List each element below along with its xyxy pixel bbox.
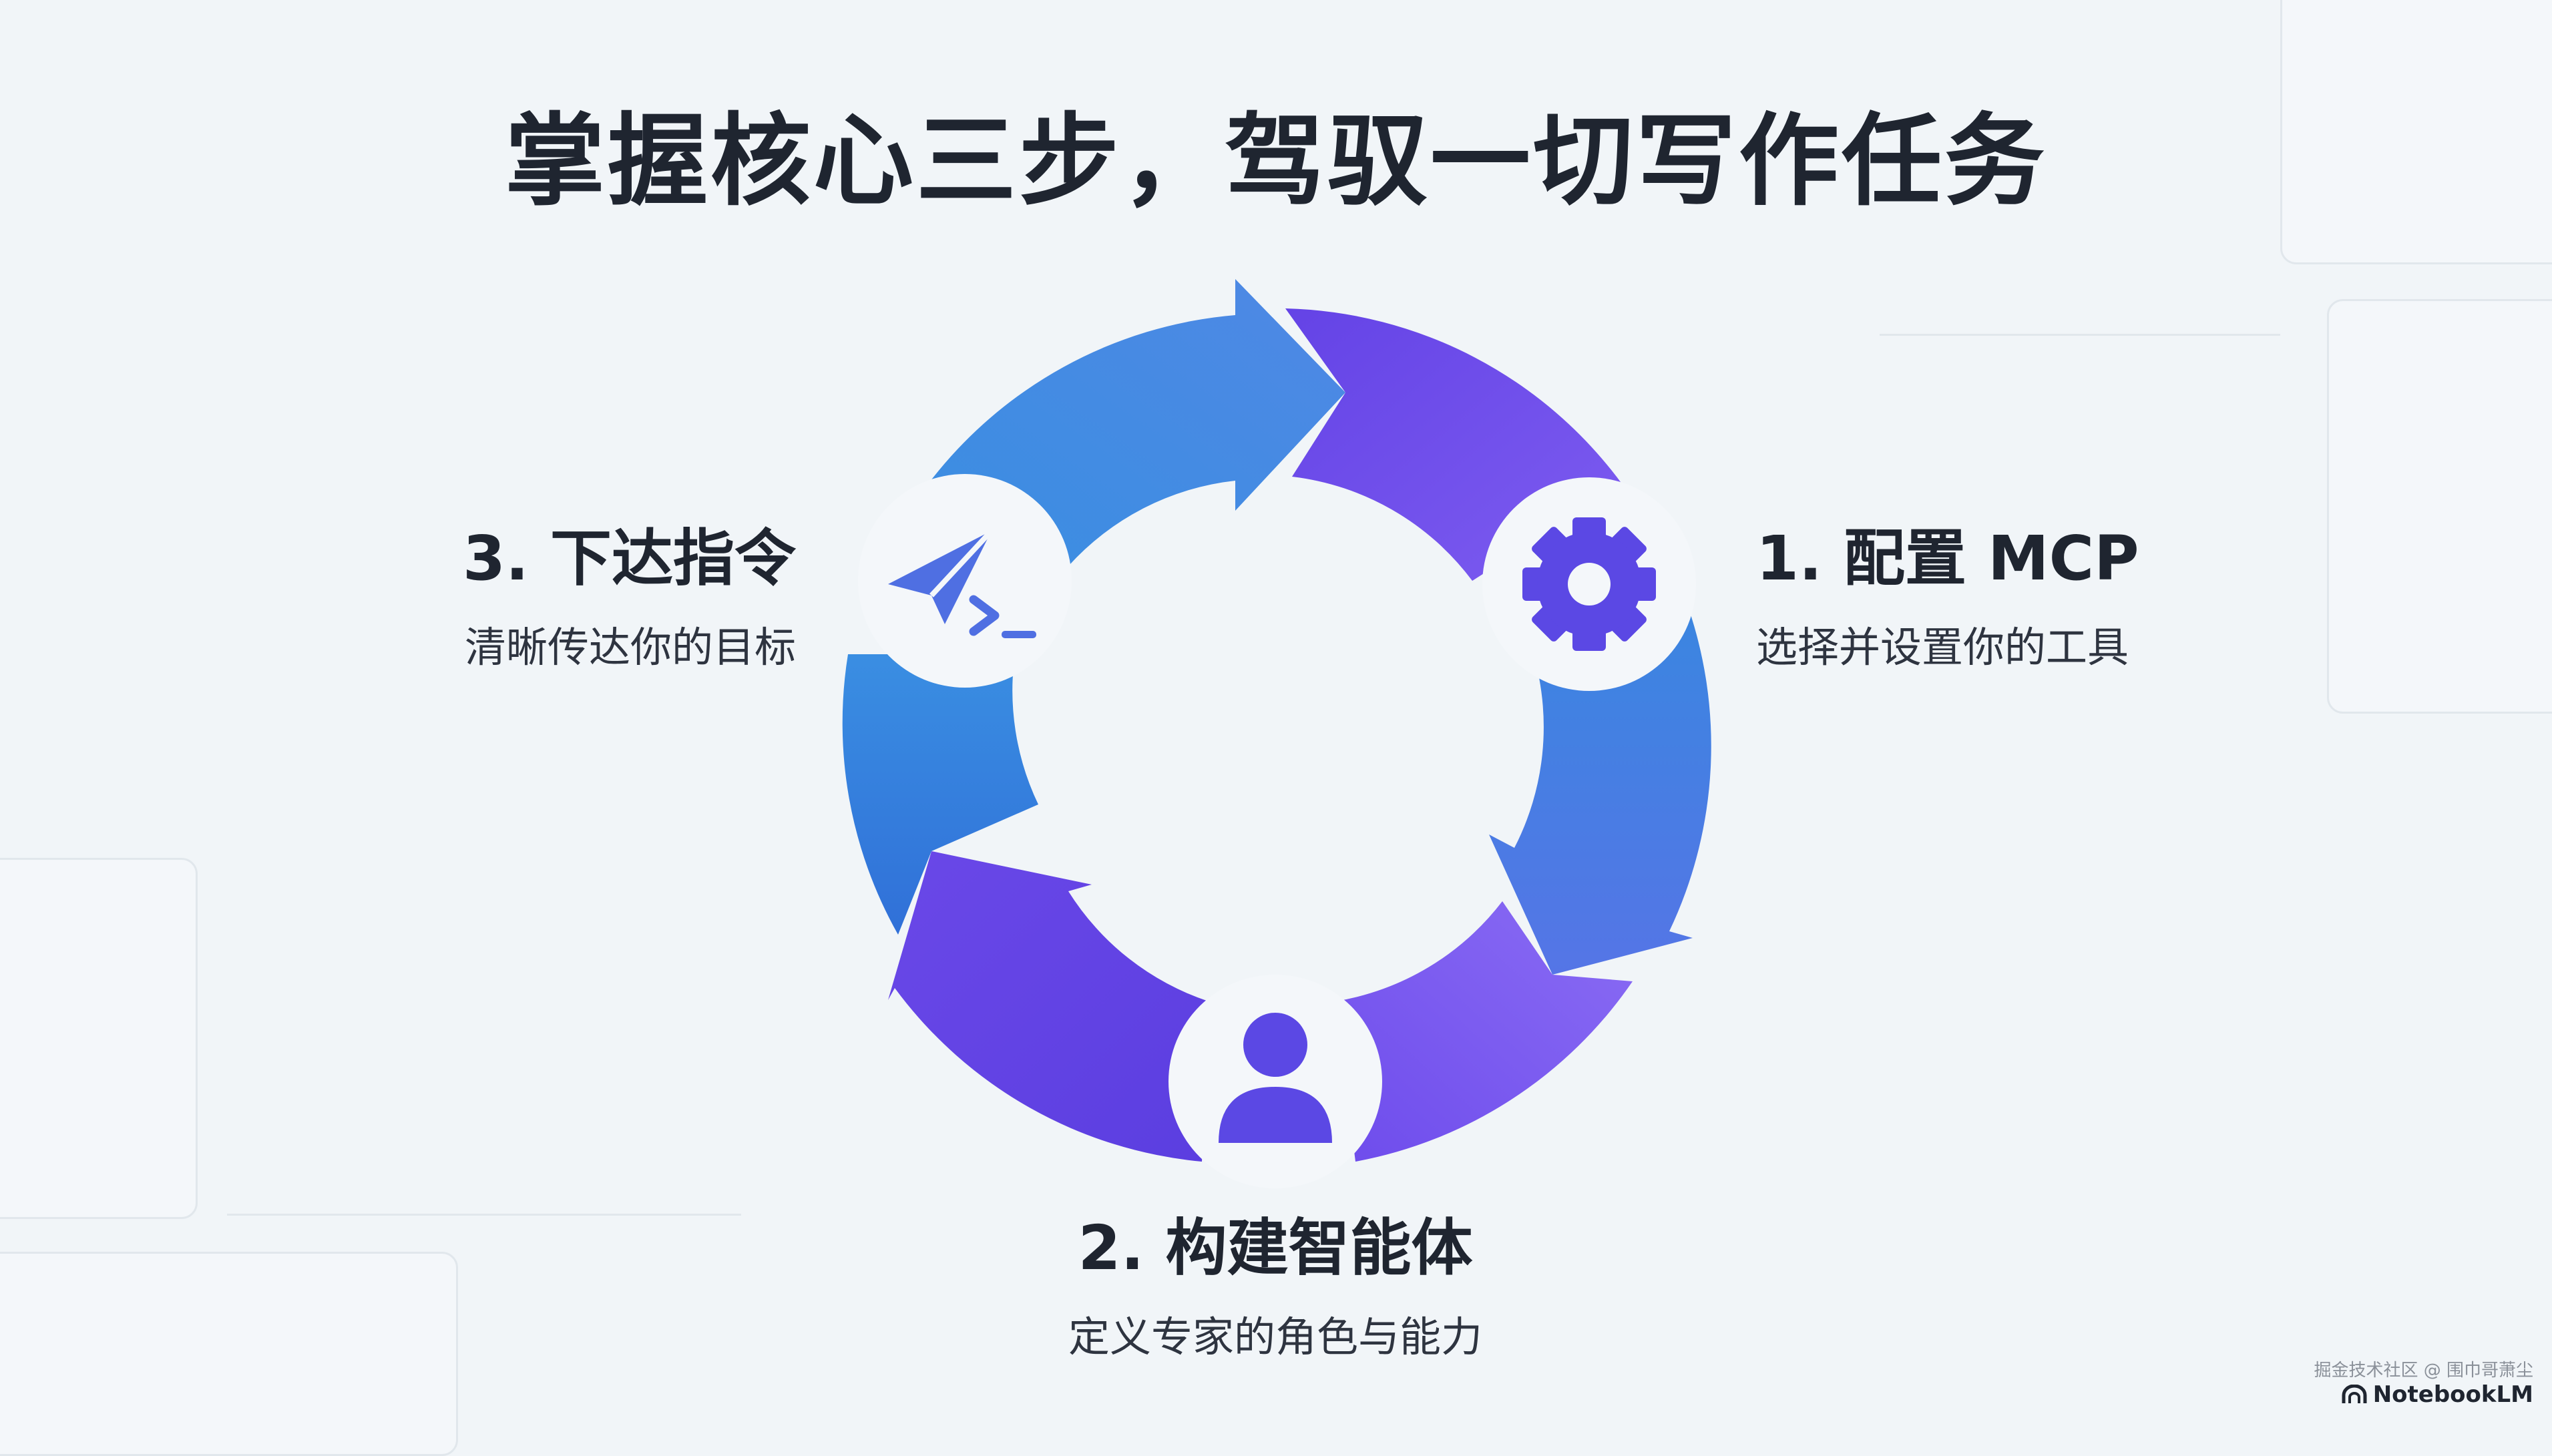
watermark: 掘金技术社区 @ 围巾哥萧尘 (2314, 1361, 2533, 1381)
step-1-node (1482, 477, 1696, 691)
background-divider (227, 1214, 741, 1216)
step-3-heading: 3. 下达指令 (463, 523, 796, 594)
brand: NotebookLM (2314, 1381, 2533, 1408)
background-divider (1880, 334, 2280, 336)
step-2-description: 定义专家的角色与能力 (1068, 1312, 1482, 1361)
step-3-node (858, 474, 1072, 688)
notebooklm-logo-icon (2342, 1385, 2367, 1403)
page-title: 掌握核心三步，驾驭一切写作任务 (504, 103, 2047, 220)
step-2-node (1168, 975, 1382, 1188)
cycle-diagram (842, 279, 1711, 1188)
step-3-description: 清晰传达你的目标 (464, 623, 796, 672)
step-3: 3. 下达指令 清晰传达你的目标 (387, 509, 796, 674)
cycle-arrow-segment (928, 279, 1345, 566)
cycle-arrow-segment (1335, 901, 1633, 1162)
step-1: 1. 配置 MCP 选择并设置你的工具 (1756, 509, 2139, 674)
step-2-heading: 2. 构建智能体 (1078, 1212, 1473, 1284)
step-2: 2. 构建智能体 定义专家的角色与能力 (1002, 1198, 1549, 1363)
cycle-arrow-segment (888, 851, 1209, 1162)
cycle-arrow-segment (842, 654, 1038, 935)
cycle-arrow-segment (1489, 601, 1711, 975)
send-command-icon (888, 529, 1036, 638)
person-icon (1219, 1013, 1332, 1143)
background-panel (2327, 299, 2552, 714)
gear-icon (1522, 517, 1656, 651)
footer: 掘金技术社区 @ 围巾哥萧尘 NotebookLM (2314, 1357, 2533, 1408)
background-panel (0, 858, 198, 1219)
step-1-description: 选择并设置你的工具 (1756, 623, 2129, 672)
step-1-heading: 1. 配置 MCP (1756, 523, 2139, 594)
background-panel (2280, 0, 2552, 264)
background-panel (0, 1252, 458, 1456)
brand-name: NotebookLM (2372, 1381, 2533, 1408)
